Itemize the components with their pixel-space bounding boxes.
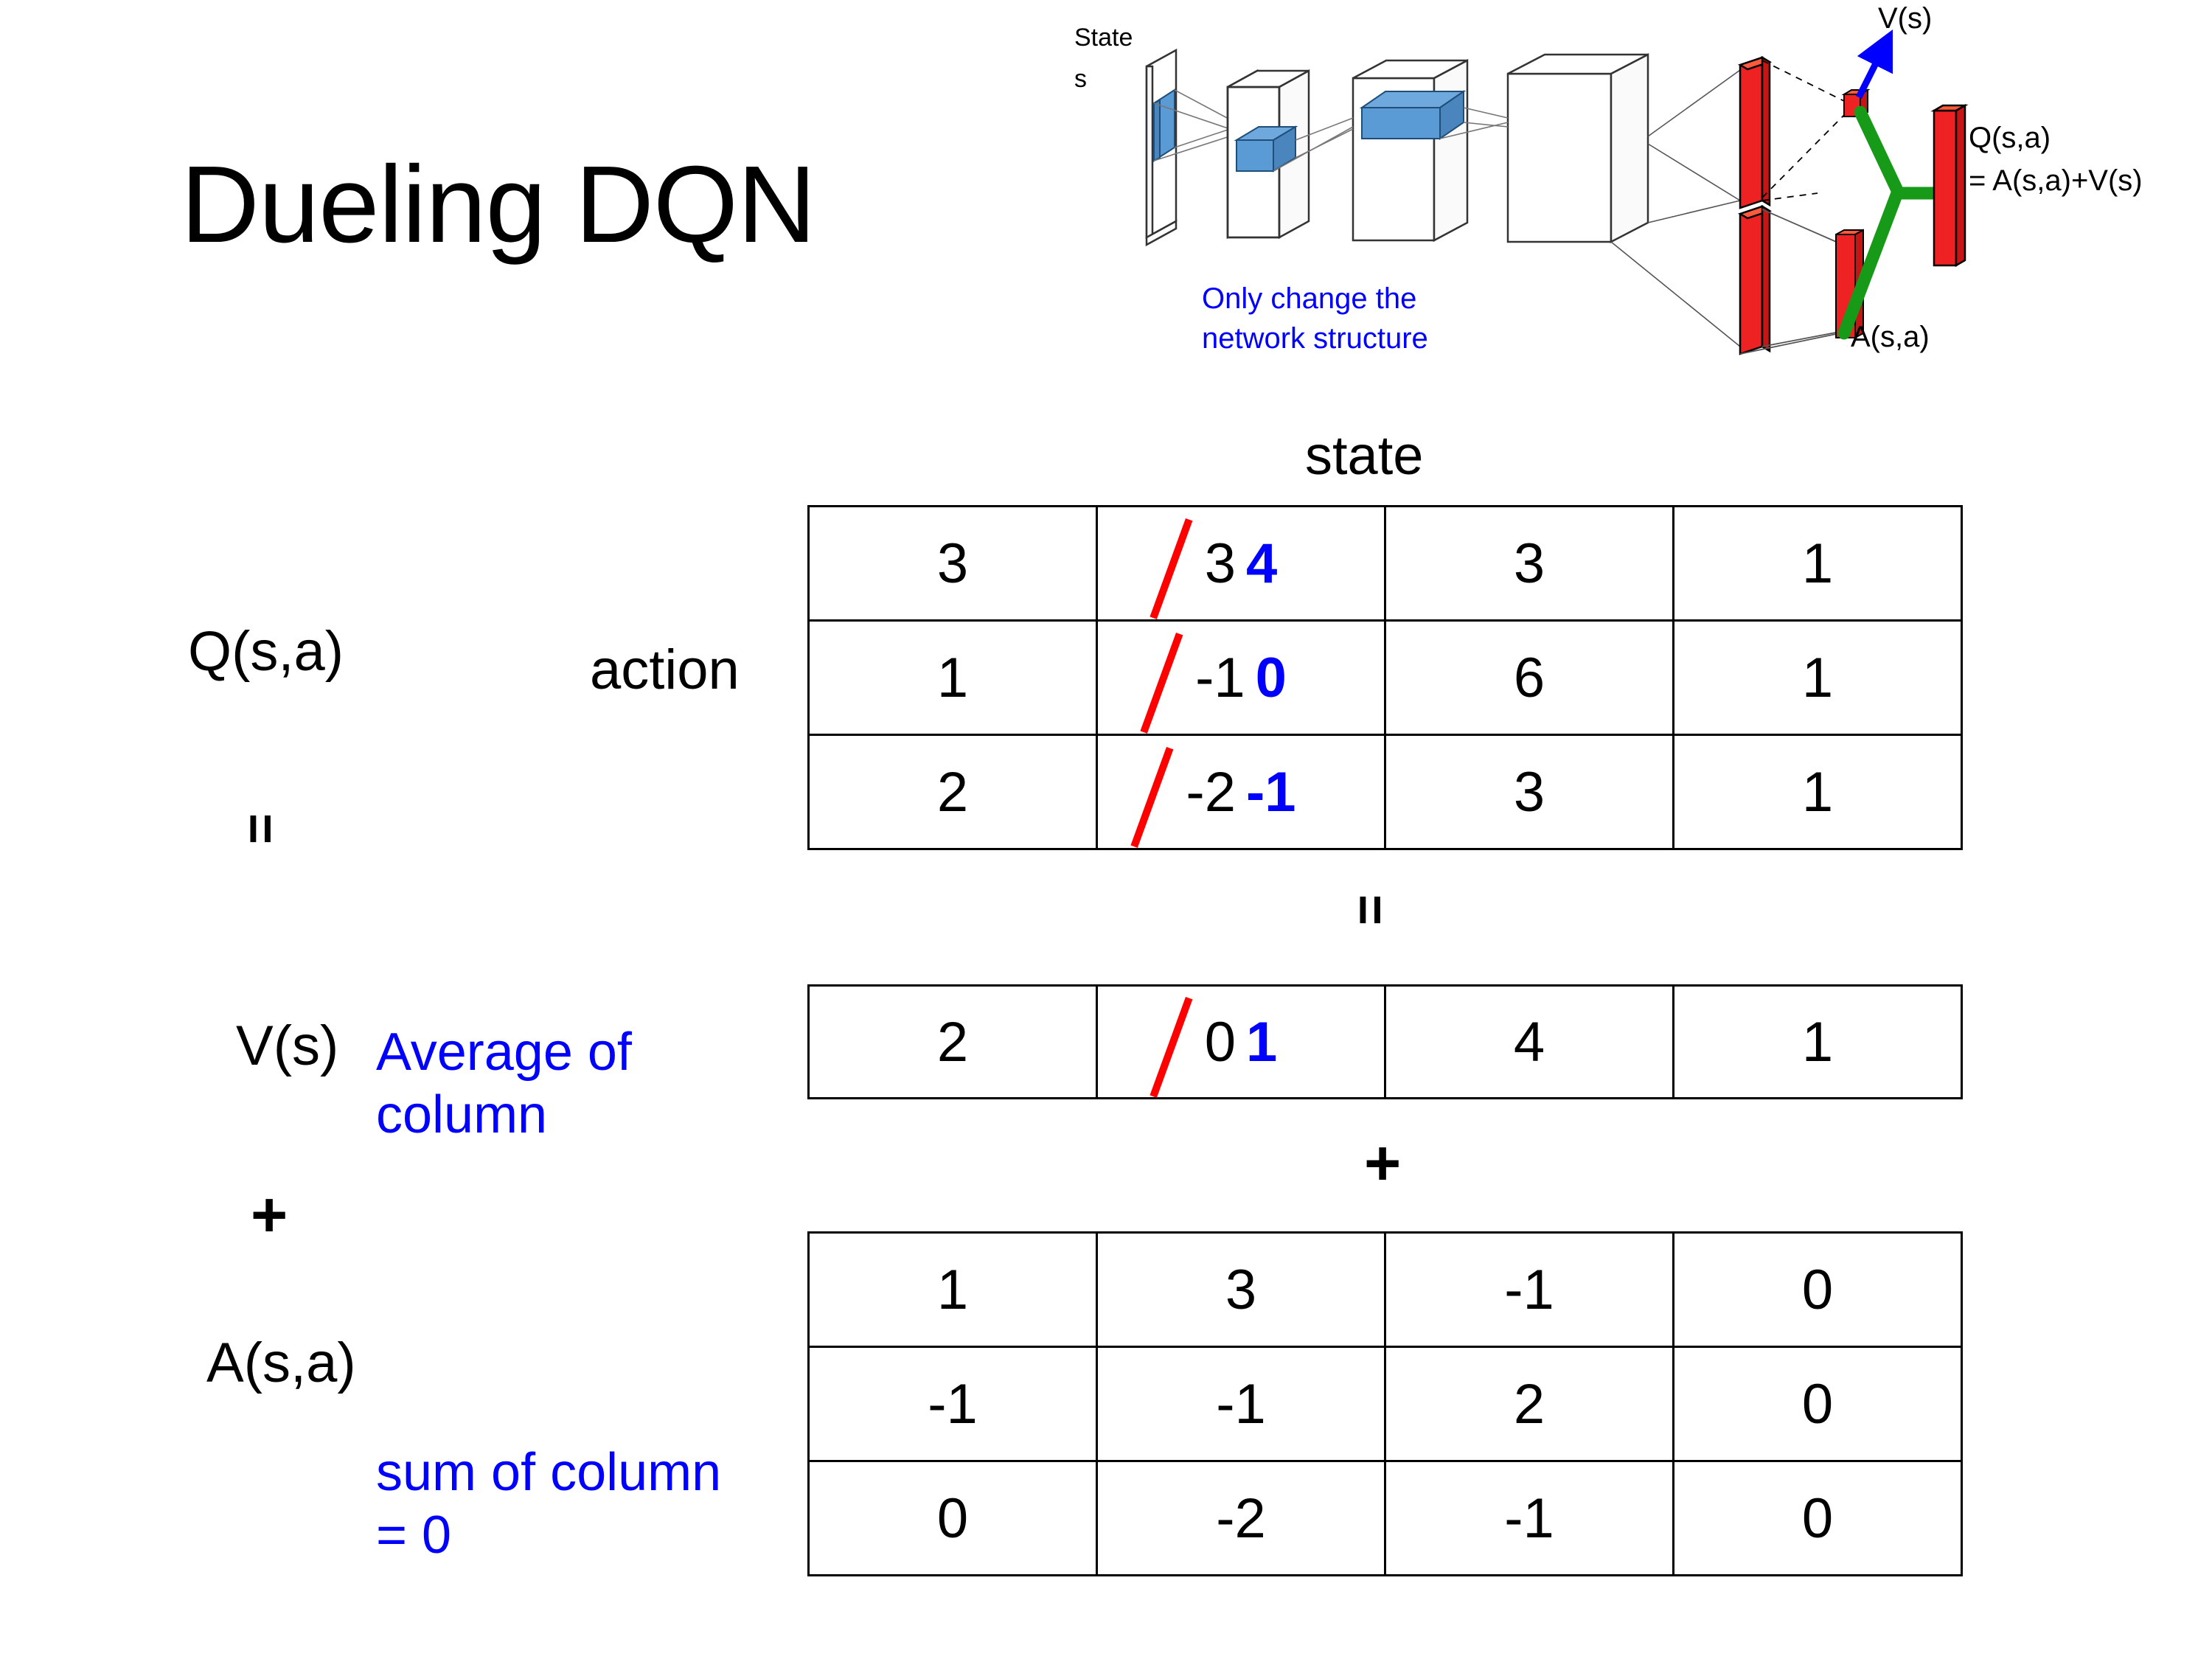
a-cell-r1c1[interactable]: -1 bbox=[1096, 1346, 1386, 1462]
q-cell-r0c3[interactable]: 1 bbox=[1672, 505, 1963, 622]
v-cell-r0c3[interactable]: 1 bbox=[1672, 984, 1963, 1099]
action-axis-label: action bbox=[590, 639, 740, 701]
new-value: -1 bbox=[1246, 760, 1296, 824]
figure-a-output-label: A(s,a) bbox=[1851, 321, 1930, 353]
table-row: 0 -2 -1 0 bbox=[807, 1460, 1963, 1576]
q-cell-r1c0[interactable]: 1 bbox=[807, 619, 1098, 736]
plus-operator-left: + bbox=[251, 1180, 288, 1251]
new-value: 1 bbox=[1246, 1010, 1278, 1074]
edited-cell: 0 1 bbox=[1205, 1010, 1278, 1074]
v-cell-r0c2[interactable]: 4 bbox=[1384, 984, 1674, 1099]
q-matrix-label: Q(s,a) bbox=[188, 620, 344, 683]
equals-operator-left: = bbox=[231, 813, 291, 848]
q-cell-r2c1[interactable]: -2 -1 bbox=[1096, 734, 1386, 850]
a-matrix-label: A(s,a) bbox=[206, 1332, 356, 1394]
edited-cell: -1 0 bbox=[1195, 646, 1287, 710]
a-cell-r1c0[interactable]: -1 bbox=[807, 1346, 1098, 1462]
page-title: Dueling DQN bbox=[181, 144, 816, 265]
new-value: 4 bbox=[1246, 532, 1278, 595]
a-advantage-matrix: 1 3 -1 0 -1 -1 2 0 0 -2 -1 0 bbox=[807, 1231, 1963, 1576]
figure-note-line1: Only change the bbox=[1202, 282, 1416, 315]
sum-of-column-note: sum of column = 0 bbox=[376, 1443, 722, 1565]
figure-v-output-label: V(s) bbox=[1878, 2, 1932, 35]
q-value-matrix: 3 3 4 3 1 1 -1 0 6 1 2 -2 -1 3 1 bbox=[807, 505, 1963, 850]
struck-old-value: -2 bbox=[1186, 760, 1236, 824]
a-cell-r0c3[interactable]: 0 bbox=[1672, 1231, 1963, 1348]
q-cell-r1c1[interactable]: -1 0 bbox=[1096, 619, 1386, 736]
v-matrix-label: V(s) bbox=[236, 1015, 339, 1077]
table-row: 3 3 4 3 1 bbox=[807, 505, 1963, 622]
struck-old-value: -1 bbox=[1195, 646, 1245, 709]
a-cell-r0c1[interactable]: 3 bbox=[1096, 1231, 1386, 1348]
q-cell-r0c2[interactable]: 3 bbox=[1384, 505, 1674, 622]
struck-old-value: 0 bbox=[1204, 1010, 1236, 1074]
table-row: 1 -1 0 6 1 bbox=[807, 619, 1963, 736]
figure-state-label-line2: s bbox=[1074, 65, 1087, 93]
a-cell-r2c1[interactable]: -2 bbox=[1096, 1460, 1386, 1576]
figure-q-output-label-line2: = A(s,a)+V(s) bbox=[1969, 164, 2143, 197]
a-cell-r2c2[interactable]: -1 bbox=[1384, 1460, 1674, 1576]
figure-q-output-label-line1: Q(s,a) bbox=[1969, 122, 2051, 154]
dueling-network-diagram: State s Only change the network structur… bbox=[1073, 0, 2212, 413]
a-cell-r0c0[interactable]: 1 bbox=[807, 1231, 1098, 1348]
figure-state-label-line1: State bbox=[1074, 24, 1133, 52]
v-cell-r0c0[interactable]: 2 bbox=[807, 984, 1098, 1099]
a-cell-r2c0[interactable]: 0 bbox=[807, 1460, 1098, 1576]
q-cell-r0c0[interactable]: 3 bbox=[807, 505, 1098, 622]
q-cell-r2c0[interactable]: 2 bbox=[807, 734, 1098, 850]
q-cell-r2c3[interactable]: 1 bbox=[1672, 734, 1963, 850]
edited-cell: 3 4 bbox=[1205, 532, 1278, 596]
struck-old-value: 3 bbox=[1204, 532, 1236, 595]
new-value: 0 bbox=[1255, 646, 1287, 709]
q-cell-r1c2[interactable]: 6 bbox=[1384, 619, 1674, 736]
equals-operator-center: = bbox=[1340, 894, 1400, 929]
a-cell-r1c3[interactable]: 0 bbox=[1672, 1346, 1963, 1462]
state-axis-label: state bbox=[1305, 425, 1424, 486]
figure-note-line2: network structure bbox=[1202, 322, 1428, 355]
table-row: 2 0 1 4 1 bbox=[807, 984, 1963, 1099]
a-cell-r2c3[interactable]: 0 bbox=[1672, 1460, 1963, 1576]
q-cell-r1c3[interactable]: 1 bbox=[1672, 619, 1963, 736]
q-cell-r0c1[interactable]: 3 4 bbox=[1096, 505, 1386, 622]
edited-cell: -2 -1 bbox=[1186, 760, 1295, 824]
average-of-column-note: Average of column bbox=[376, 1023, 632, 1144]
v-cell-r0c1[interactable]: 0 1 bbox=[1096, 984, 1386, 1099]
table-row: 1 3 -1 0 bbox=[807, 1231, 1963, 1348]
q-cell-r2c2[interactable]: 3 bbox=[1384, 734, 1674, 850]
table-row: -1 -1 2 0 bbox=[807, 1346, 1963, 1462]
plus-operator-center: + bbox=[1364, 1128, 1402, 1199]
v-value-matrix: 2 0 1 4 1 bbox=[807, 984, 1963, 1099]
a-cell-r0c2[interactable]: -1 bbox=[1384, 1231, 1674, 1348]
a-cell-r1c2[interactable]: 2 bbox=[1384, 1346, 1674, 1462]
table-row: 2 -2 -1 3 1 bbox=[807, 734, 1963, 850]
